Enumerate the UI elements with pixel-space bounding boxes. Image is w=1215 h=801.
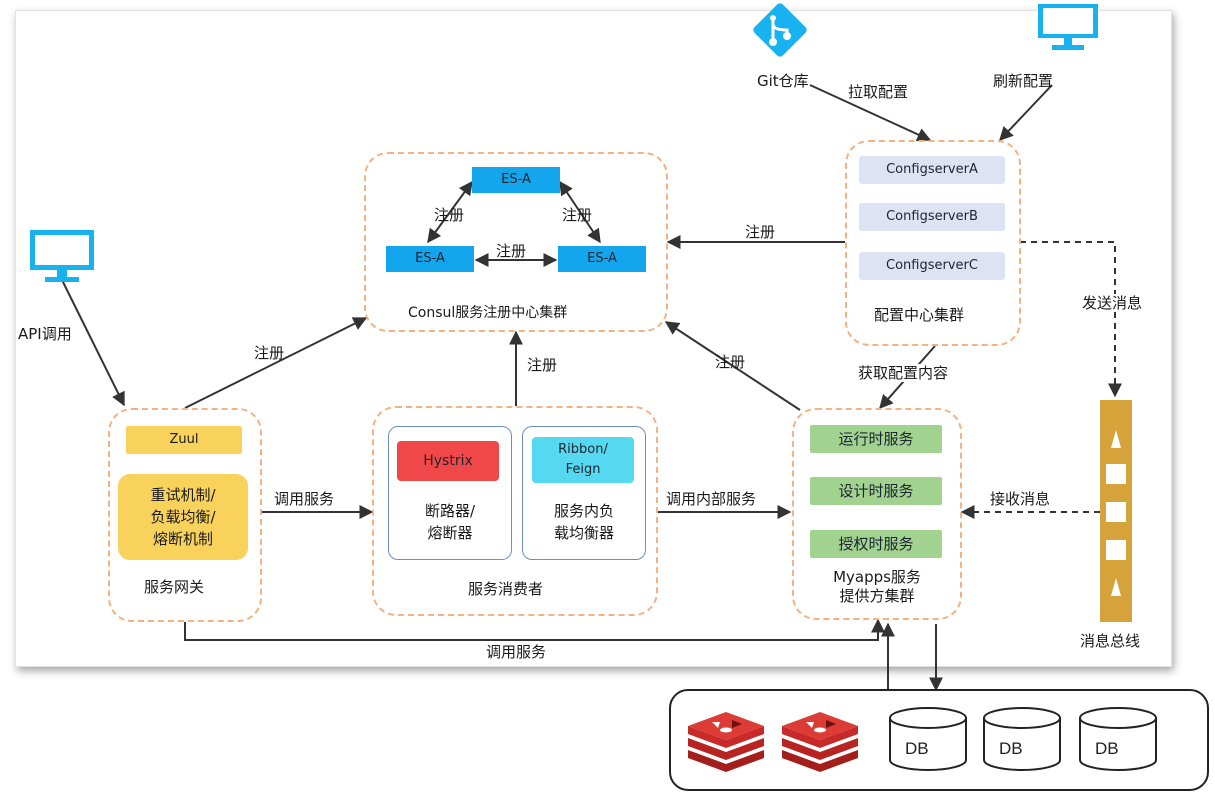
consul-cluster <box>364 152 668 332</box>
receive-message-label: 接收消息 <box>990 490 1051 508</box>
db-cylinder <box>983 707 1061 771</box>
api-call-label: API调用 <box>18 325 72 343</box>
design-service: 设计时服务 <box>810 477 942 505</box>
provider-title-line: Myapps服务 <box>833 568 921 586</box>
ribbon-desc-line: 服务内负 <box>553 502 614 520</box>
consul-link-left <box>427 180 473 244</box>
gateway-register-label: 注册 <box>254 344 285 362</box>
es-node-left: ES-A <box>386 246 474 272</box>
message-bus-icon <box>1100 400 1132 622</box>
ribbon-desc: 服务内负 载均衡器 <box>522 500 646 544</box>
db-label: DB <box>999 739 1023 758</box>
config-server-b: ConfigserverB <box>859 203 1005 231</box>
redis-icon <box>688 712 764 772</box>
send-message-label: 发送消息 <box>1082 294 1143 312</box>
ribbon-label: Ribbon/ <box>558 442 608 457</box>
db-cylinder <box>1079 707 1157 771</box>
call-service-label: 调用服务 <box>274 490 335 508</box>
service-gateway-title: 服务网关 <box>144 578 205 596</box>
config-server-c: ConfigserverC <box>859 252 1005 280</box>
provider-title-line: 提供方集群 <box>839 587 915 605</box>
service-consumer <box>372 406 658 616</box>
message-bus-title: 消息总线 <box>1080 632 1141 650</box>
ribbon-feign-box: Ribbon/ Feign <box>532 437 634 483</box>
call-internal-label: 调用内部服务 <box>666 490 757 508</box>
ribbon-card <box>522 426 646 560</box>
gateway-feature: 熔断机制 <box>152 530 213 548</box>
provider-register-label: 注册 <box>715 353 746 371</box>
feign-label: Feign <box>565 462 601 477</box>
hystrix-card <box>388 426 512 560</box>
redis-icon <box>782 712 858 772</box>
myapps-provider-cluster <box>792 408 962 620</box>
runtime-service: 运行时服务 <box>810 425 942 453</box>
git-icon <box>753 3 807 57</box>
monitor-icon-refresh <box>1038 4 1098 50</box>
db-cylinder <box>889 707 967 771</box>
git-repo-label: Git仓库 <box>757 72 809 90</box>
pull-config-label: 拉取配置 <box>848 83 909 101</box>
get-config-label: 获取配置内容 <box>858 364 949 382</box>
monitor-icon-api <box>30 230 94 282</box>
zuul-box: Zuul <box>126 426 242 454</box>
db-label: DB <box>1095 739 1119 758</box>
call-service-bottom-label: 调用服务 <box>486 643 547 661</box>
es-node-top: ES-A <box>472 167 560 193</box>
auth-service: 授权时服务 <box>810 530 942 558</box>
refresh-config-label: 刷新配置 <box>993 72 1054 90</box>
consul-cluster-title: Consul服务注册中心集群 <box>408 305 568 321</box>
config-center-title: 配置中心集群 <box>874 306 965 324</box>
hystrix-desc-line: 断路器/ <box>424 502 476 520</box>
gateway-features-box: 重试机制/ 负载均衡/ 熔断机制 <box>118 474 248 560</box>
config-server-a: ConfigserverA <box>859 156 1005 184</box>
es-node-right: ES-A <box>558 246 646 272</box>
consul-register-left-label: 注册 <box>434 206 465 224</box>
gateway-register-arrow <box>184 317 368 409</box>
ribbon-desc-line: 载均衡器 <box>553 524 614 542</box>
consul-link-right <box>559 180 601 244</box>
hystrix-desc-line: 熔断器 <box>427 524 473 542</box>
service-consumer-title: 服务消费者 <box>468 580 544 598</box>
gateway-feature: 负载均衡/ <box>150 508 216 526</box>
refresh-config-arrow <box>999 84 1053 142</box>
gateway-feature: 重试机制/ <box>150 486 216 504</box>
service-gateway <box>108 408 262 622</box>
hystrix-desc: 断路器/ 熔断器 <box>388 500 512 544</box>
provider-register-arrow <box>664 321 801 411</box>
call-service-bottom-arrow <box>184 618 885 641</box>
consul-register-mid-label: 注册 <box>496 242 527 260</box>
config-center-cluster <box>845 140 1021 346</box>
consul-register-right-label: 注册 <box>562 206 593 224</box>
api-call-arrow <box>61 279 125 407</box>
hystrix-box: Hystrix <box>397 441 499 481</box>
pull-config-arrow <box>809 84 932 142</box>
config-register-label: 注册 <box>745 223 776 241</box>
db-label: DB <box>905 739 929 758</box>
provider-title: Myapps服务 提供方集群 <box>792 568 962 606</box>
consumer-register-label: 注册 <box>527 356 558 374</box>
send-message-arrow <box>1020 241 1122 398</box>
